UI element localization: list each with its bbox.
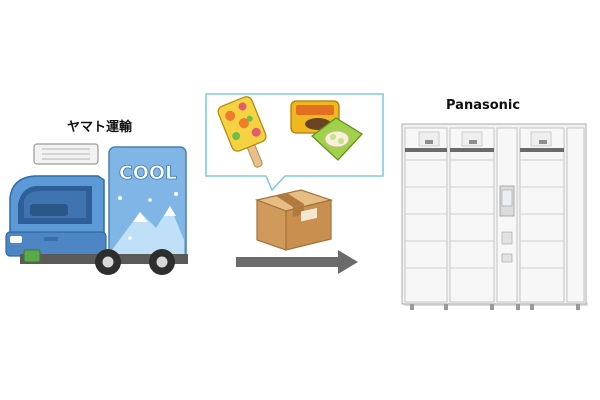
ice-cream-bar-icon [217,96,267,168]
carrier-label: ヤマト運輸 [67,120,133,135]
arrow-right-icon [236,250,358,274]
cardboard-box-icon [254,189,334,251]
truck-panel-text: COOL [119,162,177,184]
frozen-snack-icon [290,100,364,161]
refrigerated-truck-icon: COOL [5,143,188,275]
delivery-locker-icon [401,123,588,310]
locker-brand-label: Panasonic [446,98,521,113]
